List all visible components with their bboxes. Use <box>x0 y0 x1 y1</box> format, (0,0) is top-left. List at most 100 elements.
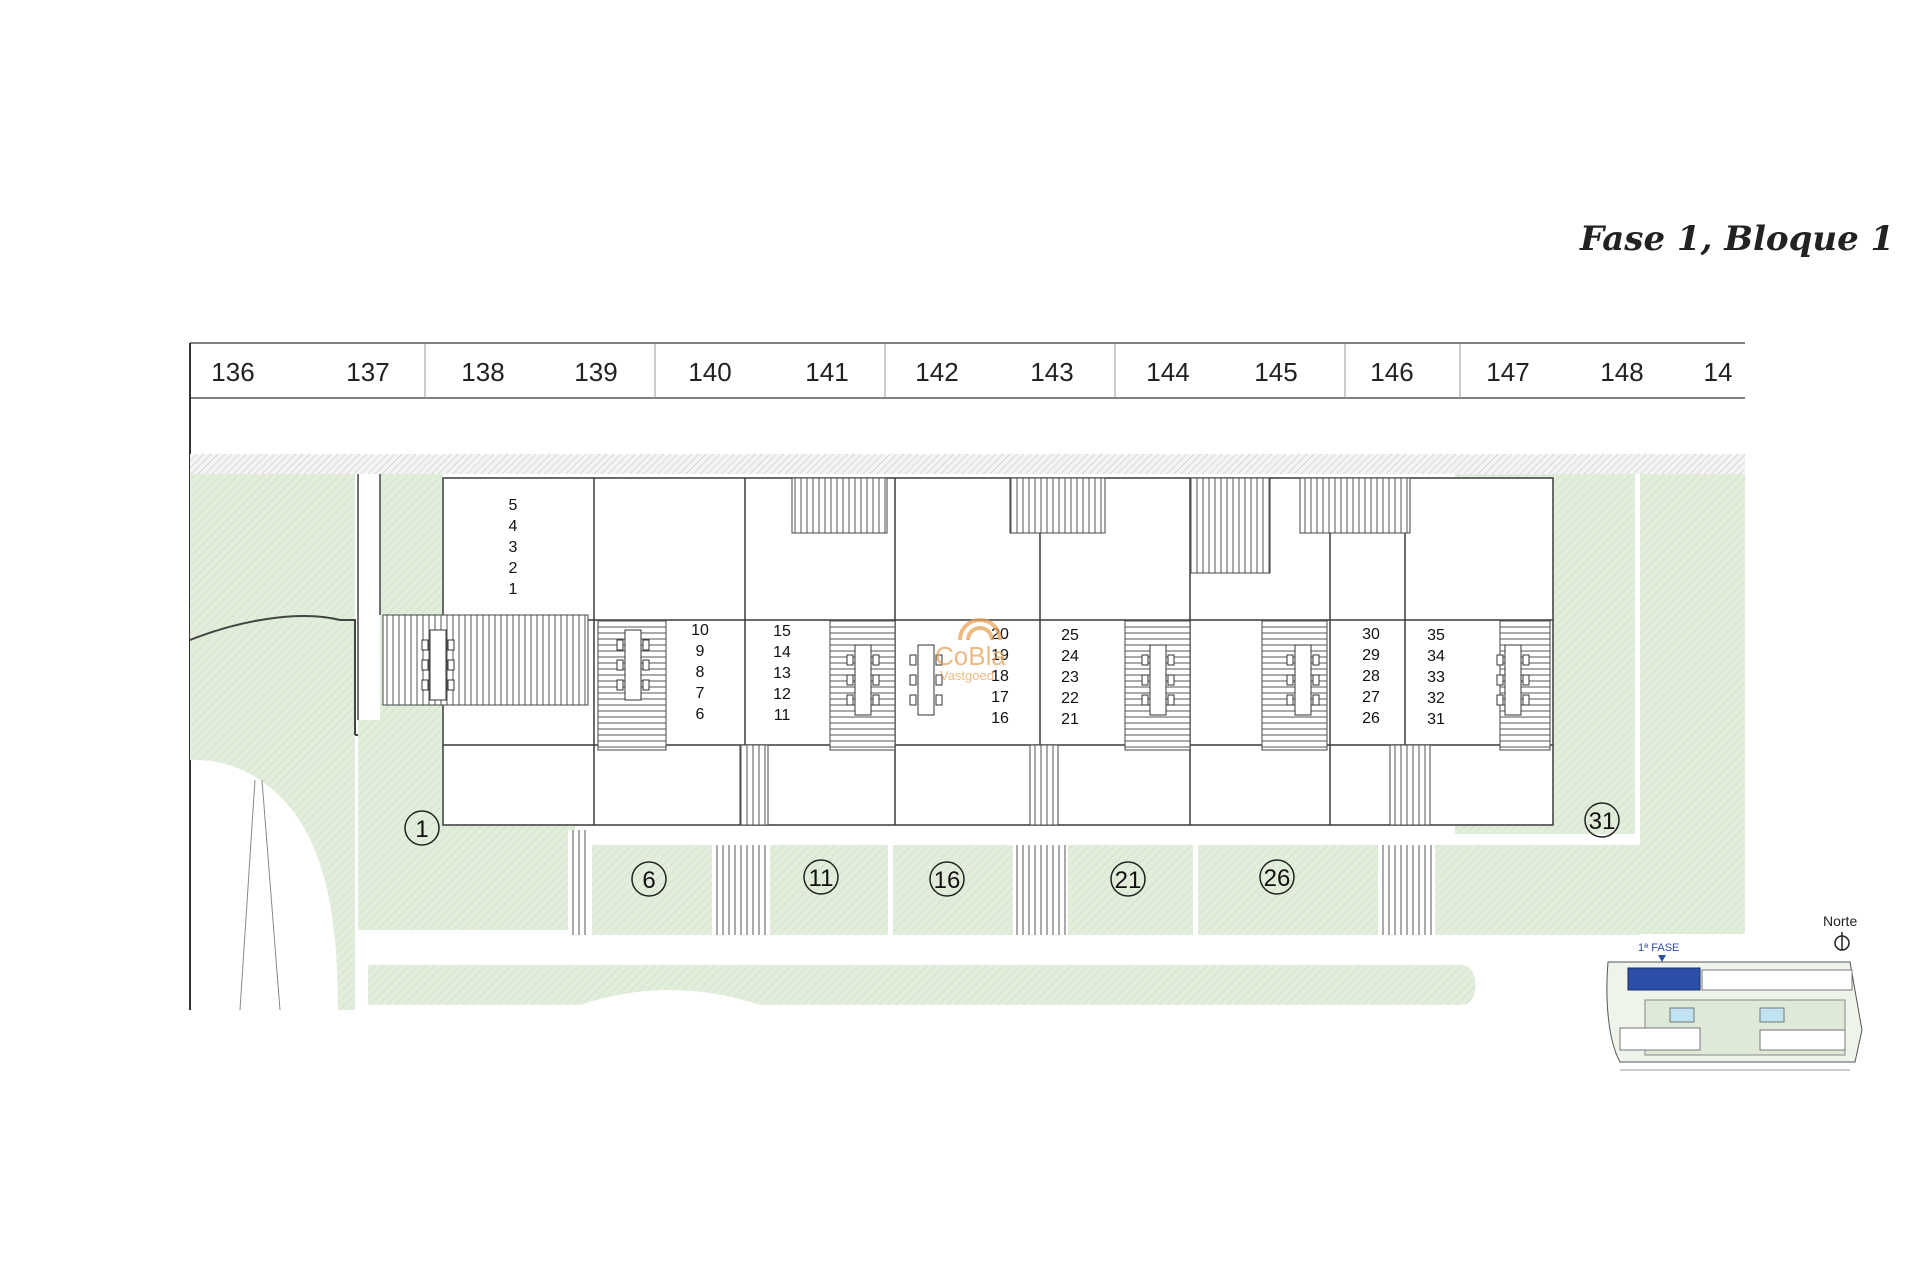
parking-number: 136 <box>211 357 254 387</box>
walkway-band <box>190 454 1745 474</box>
chair <box>642 679 650 691</box>
unit-number: 15 <box>773 623 791 640</box>
watermark-logo: CoBla Vastgoed <box>935 618 1006 683</box>
garden-unit-circle <box>929 861 965 897</box>
garden-unit-number: 16 <box>934 867 961 894</box>
unit-number: 13 <box>773 665 791 682</box>
parking-number: 138 <box>461 357 504 387</box>
parking-number: 141 <box>805 357 848 387</box>
chair <box>935 654 943 666</box>
unit-number: 28 <box>1362 668 1380 685</box>
unit-number: 32 <box>1427 690 1445 707</box>
garden-unit-number: 6 <box>642 867 655 894</box>
unit-number: 27 <box>1362 689 1380 706</box>
chair <box>846 654 854 666</box>
chair <box>616 659 624 671</box>
unit-number: 22 <box>1061 690 1079 707</box>
dining-table <box>1504 644 1522 716</box>
unit-number: 18 <box>991 668 1009 685</box>
chair <box>1141 694 1149 706</box>
unit-number: 33 <box>1427 669 1445 686</box>
parking-number: 145 <box>1254 357 1297 387</box>
chair <box>909 694 917 706</box>
dining-table <box>624 629 642 701</box>
parking-number: 140 <box>688 357 731 387</box>
chair <box>1167 674 1175 686</box>
plan-title: Fase 1, Bloque 1 <box>1579 219 1894 259</box>
parking-number: 14 <box>1704 357 1733 387</box>
parking-number: 146 <box>1370 357 1413 387</box>
garden-paths <box>568 830 1435 935</box>
unit-number: 26 <box>1362 710 1380 727</box>
unit-number: 25 <box>1061 627 1079 644</box>
minimap-label: 1ª FASE <box>1638 942 1679 954</box>
north-label: Norte <box>1823 913 1857 929</box>
unit-number: 34 <box>1427 648 1445 665</box>
chair <box>872 674 880 686</box>
garden-unit-number: 26 <box>1264 865 1291 892</box>
north-arrow: Norte <box>1823 913 1857 951</box>
unit-number: 30 <box>1362 626 1380 643</box>
chair <box>1312 694 1320 706</box>
chair <box>447 639 455 651</box>
garden-unit-number: 1 <box>415 816 428 843</box>
chair <box>1141 654 1149 666</box>
chair <box>909 654 917 666</box>
parking-number: 139 <box>574 357 617 387</box>
chair <box>1496 674 1504 686</box>
garden-unit-circle <box>1584 802 1620 838</box>
unit-number: 24 <box>1061 648 1079 665</box>
chair <box>1286 694 1294 706</box>
chair <box>872 654 880 666</box>
chair <box>909 674 917 686</box>
watermark-sub: Vastgoed <box>940 668 994 683</box>
chair <box>1167 694 1175 706</box>
garden-unit-circle <box>1259 859 1295 895</box>
chair <box>616 679 624 691</box>
unit-number: 19 <box>991 647 1009 664</box>
dining-table <box>429 629 447 701</box>
chair <box>1522 694 1530 706</box>
chair <box>846 694 854 706</box>
chair <box>1312 674 1320 686</box>
chair <box>1312 654 1320 666</box>
unit-number: 3 <box>509 539 518 556</box>
access-road <box>189 474 381 1011</box>
chair <box>1141 674 1149 686</box>
parking-number: 137 <box>346 357 389 387</box>
unit-number: 9 <box>696 643 705 660</box>
site-minimap: 1ª FASE <box>1606 942 1863 1071</box>
unit-number: 16 <box>991 710 1009 727</box>
parking-number: 142 <box>915 357 958 387</box>
unit-number-stacks: 5432110987615141312112019181716252423222… <box>509 497 1445 728</box>
dining-table <box>1294 644 1312 716</box>
dining-table <box>854 644 872 716</box>
chair <box>1286 674 1294 686</box>
garden-unit-number: 11 <box>809 865 834 892</box>
parking-number: 144 <box>1146 357 1189 387</box>
dining-table <box>917 644 935 716</box>
unit-number: 31 <box>1427 711 1445 728</box>
unit-number: 8 <box>696 664 705 681</box>
parking-number: 147 <box>1486 357 1529 387</box>
unit-number: 11 <box>774 707 791 724</box>
chair <box>447 659 455 671</box>
dining-tables <box>421 629 1530 716</box>
chair <box>421 659 429 671</box>
garden-unit-circle <box>404 810 440 846</box>
garden-unit-number: 21 <box>1115 867 1142 894</box>
unit-number: 17 <box>991 689 1009 706</box>
unit-number: 29 <box>1362 647 1380 664</box>
chair <box>872 694 880 706</box>
garden-unit-circle <box>1110 861 1146 897</box>
unit-number: 6 <box>696 706 705 723</box>
chair <box>421 679 429 691</box>
unit-number: 12 <box>773 686 791 703</box>
garden-unit-circle <box>803 859 839 895</box>
unit-number: 23 <box>1061 669 1079 686</box>
unit-number: 5 <box>509 497 518 514</box>
chair <box>1522 674 1530 686</box>
garden-unit-number: 31 <box>1589 808 1616 835</box>
chair <box>935 694 943 706</box>
